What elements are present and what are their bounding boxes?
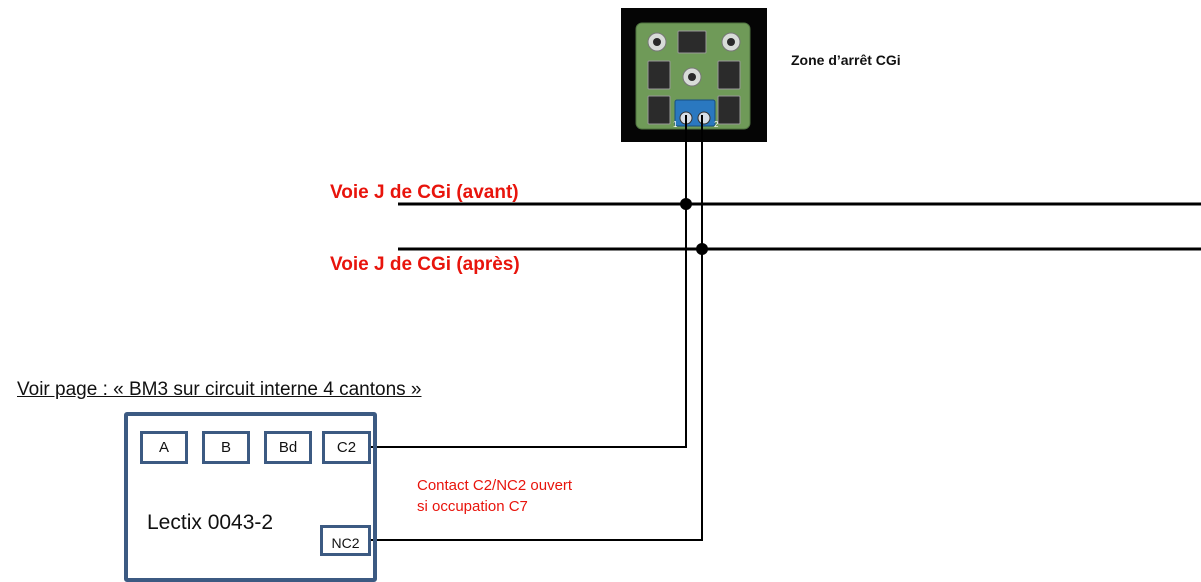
junction-dot-apres <box>696 243 708 255</box>
lectix-label: Lectix 0043-2 <box>147 511 274 534</box>
contact-note-line2: si occupation C7 <box>417 498 528 515</box>
pin-1-label: 1 <box>673 120 678 129</box>
contact-note-line1: Contact C2/NC2 ouvert <box>417 477 573 494</box>
terminal-c2: C2 <box>322 431 371 464</box>
pcb-module: 1 2 <box>621 8 767 142</box>
terminal-a: A <box>140 431 188 464</box>
mounting-hole-icon <box>647 32 667 52</box>
terminal-bd: Bd <box>264 431 312 464</box>
mounting-hole-icon <box>682 67 702 87</box>
component-icon <box>647 30 741 125</box>
mounting-hole-icon <box>721 32 741 52</box>
track-avant-label: Voie J de CGi (avant) <box>330 182 519 203</box>
pin-2-label: 2 <box>714 120 719 129</box>
terminal-b: B <box>202 431 250 464</box>
track-apres-label: Voie J de CGi (après) <box>330 254 520 275</box>
page-reference-link[interactable]: Voir page : « BM3 sur circuit interne 4 … <box>17 379 422 400</box>
junction-dot-avant <box>680 198 692 210</box>
terminal-block-icon <box>674 99 716 127</box>
terminal-nc2: NC2 <box>320 525 371 556</box>
contact-note: Contact C2/NC2 ouvert si occupation C7 <box>417 475 572 517</box>
module-title: Zone d’arrêt CGi <box>791 52 901 68</box>
wiring-diagram: 1 2 <box>371 8 1201 541</box>
